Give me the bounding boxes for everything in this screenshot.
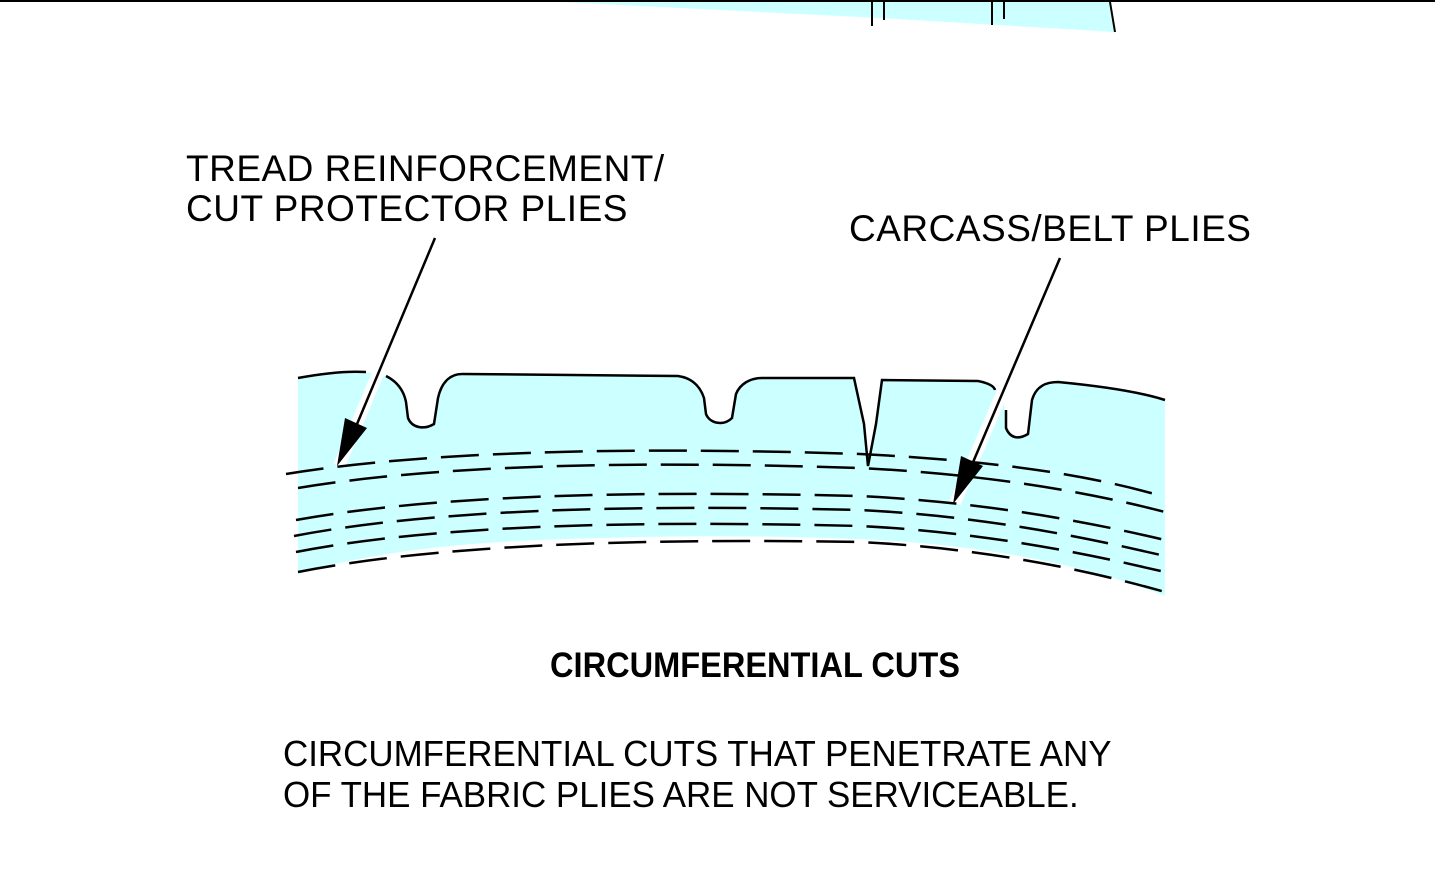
tread-reinforcement-label-line2: CUT PROTECTOR PLIES bbox=[186, 188, 628, 229]
arrow-carcass-belt bbox=[953, 257, 1062, 504]
tread-outline-main bbox=[385, 372, 997, 467]
ply-line bbox=[297, 463, 1166, 514]
tread-outline-right bbox=[1004, 380, 1166, 439]
tire-body bbox=[298, 371, 1165, 596]
previous-figure-fragment bbox=[560, 1, 1116, 33]
carcass-belt-label: CARCASS/BELT PLIES bbox=[849, 208, 1252, 249]
tread-outline bbox=[297, 370, 367, 380]
ply-line bbox=[293, 506, 1166, 558]
page-top-border bbox=[0, 0, 1435, 2]
figure-title: CIRCUMFERENTIAL CUTS bbox=[550, 646, 960, 685]
ply-line bbox=[285, 449, 1166, 499]
tread-reinforcement-label: TREAD REINFORCEMENT/ CUT PROTECTOR PLIES bbox=[186, 149, 665, 229]
ply-line bbox=[295, 492, 1166, 542]
tread-reinforcement-label-line1: TREAD REINFORCEMENT/ bbox=[186, 148, 665, 189]
description-line1: CIRCUMFERENTIAL CUTS THAT PENETRATE ANY bbox=[283, 733, 1112, 774]
arrow-tread-reinforcement bbox=[337, 237, 437, 466]
description-line2: OF THE FABRIC PLIES ARE NOT SERVICEABLE. bbox=[283, 774, 1079, 815]
ply-line bbox=[297, 539, 1166, 594]
figure-description: CIRCUMFERENTIAL CUTS THAT PENETRATE ANY … bbox=[283, 733, 1111, 815]
ply-line bbox=[295, 522, 1166, 574]
ply-layers bbox=[285, 449, 1166, 594]
